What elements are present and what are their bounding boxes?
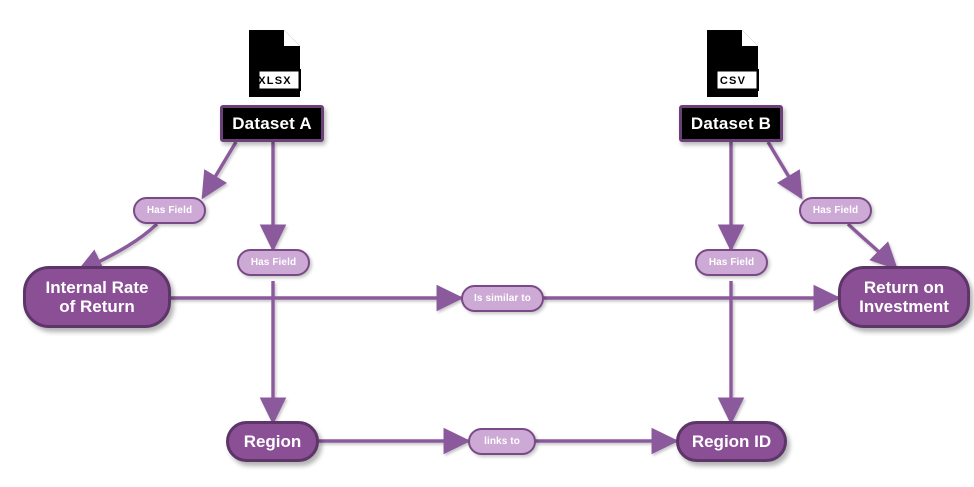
edge-label-is-similar-to[interactable]: Is similar to — [461, 285, 544, 312]
node-region-id[interactable]: Region ID — [676, 421, 787, 462]
edge-dataset-a-has-field-irr-lower — [75, 222, 159, 274]
edge-label-has-field-a-region[interactable]: Has Field — [237, 249, 310, 276]
csv-file-icon: CSV — [704, 29, 762, 99]
node-dataset-a[interactable]: Dataset A — [220, 105, 324, 142]
edge-dataset-b-has-field-roi-upper — [766, 141, 803, 200]
node-return-on-investment-line2: Investment — [859, 297, 949, 316]
xlsx-file-icon: XLSX — [246, 29, 304, 99]
node-return-on-investment[interactable]: Return on Investment — [838, 266, 970, 328]
node-internal-rate-of-return-line1: Internal Rate — [45, 277, 149, 297]
node-dataset-b[interactable]: Dataset B — [679, 105, 783, 142]
xlsx-file-label: XLSX — [258, 75, 292, 87]
edge-label-has-field-b-roi[interactable]: Has Field — [799, 197, 872, 224]
node-internal-rate-of-return-line2: of Return — [59, 297, 135, 316]
node-return-on-investment-line1: Return on — [863, 277, 945, 297]
edge-dataset-a-has-field-irr-upper — [201, 141, 238, 200]
node-internal-rate-of-return[interactable]: Internal Rate of Return — [23, 266, 171, 328]
edge-dataset-b-has-field-roi-lower — [846, 222, 898, 270]
csv-file-label: CSV — [719, 75, 747, 87]
edge-label-has-field-b-regionid[interactable]: Has Field — [695, 249, 768, 276]
edge-label-has-field-a-irr[interactable]: Has Field — [133, 197, 206, 224]
node-region[interactable]: Region — [226, 421, 319, 462]
edge-label-links-to[interactable]: links to — [468, 428, 536, 455]
